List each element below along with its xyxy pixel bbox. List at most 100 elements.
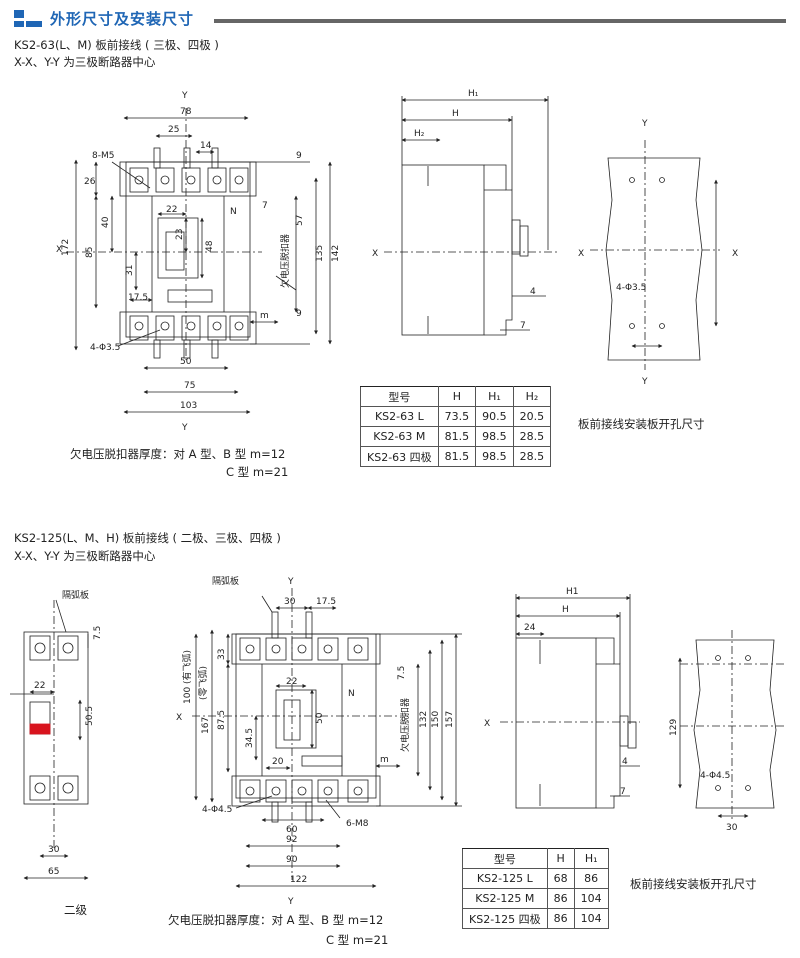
s1-panel-hole: 4-Φ3.5 (616, 283, 646, 293)
table-cell: 98.5 (475, 446, 514, 467)
table-cell: KS2-125 M (462, 888, 548, 909)
s1-front-view (66, 108, 332, 414)
s1-dim-9a: 9 (296, 151, 302, 161)
s2-front-100: 100 (有飞弧) (181, 650, 193, 704)
s2-front-100b: (零飞弧) (197, 666, 209, 700)
s2-front-122: 122 (290, 875, 307, 885)
s1-dim-23: 23 (175, 229, 185, 240)
s2-two-pole-labels: 隔弧板 7.5 22 50.5 30 65 (34, 589, 103, 877)
s2-2p-50-5: 50.5 (85, 706, 95, 726)
s2-front-7-5: 7.5 (397, 666, 407, 680)
s2-2p-22: 22 (34, 681, 45, 691)
table-cell: 104 (573, 888, 609, 909)
table-cell: 68 (546, 868, 575, 889)
s2-th-h1: H₁ (573, 848, 609, 869)
s2-panel-30: 30 (726, 823, 738, 833)
s2-panel-caption: 板前接线安装板开孔尺寸 (630, 877, 757, 891)
page-title: 外形尺寸及安装尺寸 (50, 10, 195, 28)
s1-dim-25: 25 (168, 125, 179, 135)
s1-side-4: 4 (530, 287, 536, 297)
s2-side-h1: H1 (566, 587, 579, 597)
s2-front-150: 150 (431, 711, 441, 728)
s1-panel-cutout (590, 140, 720, 370)
s2-two-pole-view (10, 599, 89, 880)
s2-front-uv: 欠电压脱扣器 (399, 698, 411, 752)
s1-dim-22: 22 (166, 205, 177, 215)
s1-dim-hole: 4-Φ3.5 (90, 343, 120, 353)
s2-panel-labels: 129 4-Φ4.5 30 (669, 719, 738, 833)
table-row: KS2-125 M 86 104 (462, 888, 609, 909)
s1-dim-14: 14 (200, 141, 212, 151)
s2-front-60: 60 (286, 825, 298, 835)
s2-front-hole: 4-Φ4.5 (202, 805, 232, 815)
s1-dim-m5: 8-M5 (92, 151, 114, 161)
s2-front-arc: 隔弧板 (212, 575, 239, 587)
s1-side-view (384, 96, 560, 336)
s2-terminals-top (239, 611, 369, 661)
table-cell: KS2-125 四极 (462, 908, 548, 929)
table-cell: 28.5 (512, 446, 552, 467)
s2-front-33: 33 (217, 649, 227, 660)
s1-dim-17-5: 17.5 (128, 293, 148, 303)
s2-front-view (192, 588, 462, 888)
table-cell: 86 (573, 868, 609, 889)
s2-panel-129: 129 (669, 719, 679, 736)
s2-front-m8: 6-M8 (346, 819, 369, 829)
s2-front-x: X (176, 713, 182, 723)
s2-side-24: 24 (524, 623, 536, 633)
s2-front-22: 22 (286, 677, 297, 687)
s2-side-h: H (562, 605, 569, 615)
s2-panel-cutout (678, 630, 786, 820)
s1-dim-142: 142 (331, 245, 341, 262)
s1-dim-172: 172 (61, 239, 71, 256)
s1-front-labels: Y 78 25 14 8-M5 26 X 172 85 40 22 23 48 … (56, 91, 341, 433)
s2-front-17-5: 17.5 (316, 597, 336, 607)
table-row: KS2-63 L 73.5 90.5 20.5 (360, 406, 552, 427)
table-row: KS2-125 L 68 86 (462, 868, 609, 889)
s2-uv-line2: C 型 m=21 (326, 933, 389, 947)
s1-side-x: X (372, 249, 378, 259)
s2-uv-line1: 欠电压脱扣器厚度：对 A 型、B 型 m=12 (168, 913, 384, 927)
table-cell: 81.5 (437, 446, 477, 467)
s2-front-87-5: 87.5 (217, 710, 227, 730)
table-cell: 81.5 (437, 426, 477, 447)
s2-terminals-bottom (239, 779, 369, 823)
s1-panel-labels: Y X X 4-Φ3.5 Y (578, 119, 738, 387)
table-cell: 104 (573, 908, 609, 929)
s1-dim-40: 40 (101, 216, 111, 228)
s2-front-34-5: 34.5 (245, 728, 255, 748)
s2-th-model: 型号 (462, 848, 548, 869)
s1-dim-31: 31 (125, 265, 135, 276)
s1-dim-m: m (260, 311, 269, 321)
s1-dim-48: 48 (205, 240, 215, 252)
s1-label-uv: 欠电压脱扣器 (279, 234, 291, 288)
section1-title: KS2-63(L、M) 板前接线 ( 三极、四极 ) (14, 38, 219, 52)
s2-2p-7-5: 7.5 (93, 626, 103, 640)
s1-dim-75: 75 (184, 381, 195, 391)
s1-uv-line1: 欠电压脱扣器厚度：对 A 型、B 型 m=12 (70, 447, 286, 461)
s1-terminals-bottom (129, 315, 249, 359)
s2-2p-65: 65 (48, 867, 59, 877)
s2-front-y-top: Y (287, 577, 294, 587)
s2-two-pole-caption: 二级 (64, 903, 87, 917)
s2-front-30: 30 (284, 597, 296, 607)
s1-x-left: X (56, 245, 62, 255)
table-row: KS2-63 M 81.5 98.5 28.5 (360, 426, 552, 447)
s2-side-labels: H1 H 24 X 4 7 (484, 587, 628, 797)
s1-th-h: H (437, 386, 477, 407)
s1-y-top: Y (181, 91, 188, 101)
s1-side-h1: H₁ (468, 89, 479, 99)
s1-label-n: N (230, 207, 237, 217)
table-row: KS2-125 四极 86 104 (462, 908, 609, 929)
section-header: 外形尺寸及安装尺寸 (14, 8, 786, 32)
s1-panel-x-left: X (578, 249, 584, 259)
s1-panel-y-top: Y (641, 119, 648, 129)
s2-2p-30: 30 (48, 845, 60, 855)
s2-th-h: H (546, 848, 575, 869)
s2-panel-hole: 4-Φ4.5 (700, 771, 730, 781)
s2-side-4: 4 (622, 757, 628, 767)
section2-note: X-X、Y-Y 为三极断路器中心 (14, 549, 156, 563)
s1-panel-caption: 板前接线安装板开孔尺寸 (578, 417, 705, 431)
s2-front-y-bottom: Y (287, 897, 294, 907)
